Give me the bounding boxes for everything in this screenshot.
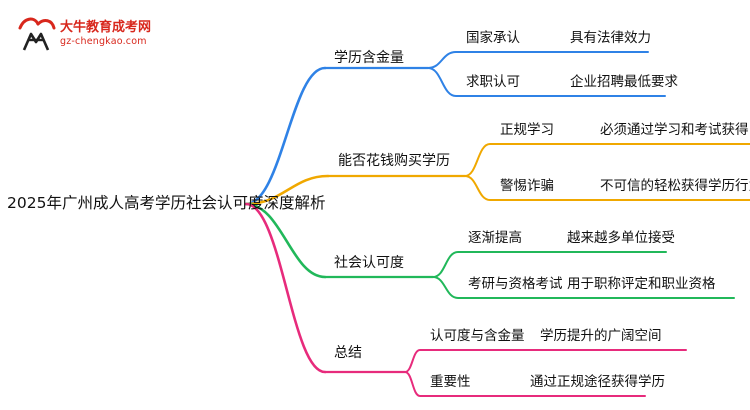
branch-topic[interactable]: 社会认可度	[334, 255, 404, 271]
child-detail[interactable]: 通过正规途径获得学历	[530, 374, 665, 390]
branch-connector	[244, 174, 330, 206]
child-topic[interactable]: 正规学习	[500, 122, 554, 138]
logo-title: 大牛教育成考网	[60, 20, 152, 35]
child-topic[interactable]: 逐渐提高	[468, 230, 522, 246]
child-topic[interactable]: 考研与资格考试	[468, 276, 563, 292]
bull-horn-logo-icon	[18, 17, 56, 51]
child-topic[interactable]: 警惕诈骗	[500, 178, 554, 194]
branch-topic[interactable]: 能否花钱购买学历	[338, 153, 450, 169]
child-connector	[464, 175, 750, 201]
branch-connector	[244, 66, 327, 206]
branch-connector	[244, 202, 327, 374]
child-topic[interactable]: 重要性	[430, 374, 471, 390]
child-connector	[427, 67, 666, 97]
branch-connector	[244, 202, 327, 279]
child-detail[interactable]: 用于职称评定和职业资格	[567, 276, 716, 292]
child-detail[interactable]: 必须通过学习和考试获得	[600, 122, 749, 138]
child-connector	[464, 143, 750, 177]
child-connector	[427, 51, 649, 69]
child-detail[interactable]: 学历提升的广阔空间	[540, 328, 662, 344]
child-topic[interactable]: 求职认可	[466, 74, 520, 90]
child-topic[interactable]: 认可度与含金量	[430, 328, 525, 344]
child-connector	[432, 251, 667, 278]
branch-topic[interactable]: 学历含金量	[334, 50, 404, 66]
branch-topic[interactable]: 总结	[334, 345, 362, 361]
child-detail[interactable]: 企业招聘最低要求	[570, 74, 678, 90]
child-detail[interactable]: 不可信的轻松获得学历行为	[600, 178, 750, 194]
logo-url: gz-chengkao.com	[60, 36, 147, 47]
child-detail[interactable]: 越来越多单位接受	[567, 230, 675, 246]
child-topic[interactable]: 国家承认	[466, 30, 520, 46]
child-connector	[432, 276, 735, 299]
root-topic[interactable]: 2025年广州成人高考学历社会认可度深度解析	[7, 194, 326, 212]
child-connector	[404, 349, 687, 373]
site-logo[interactable]: 大牛教育成考网 gz-chengkao.com	[14, 12, 164, 56]
child-detail[interactable]: 具有法律效力	[570, 30, 651, 46]
child-connector	[404, 371, 646, 397]
